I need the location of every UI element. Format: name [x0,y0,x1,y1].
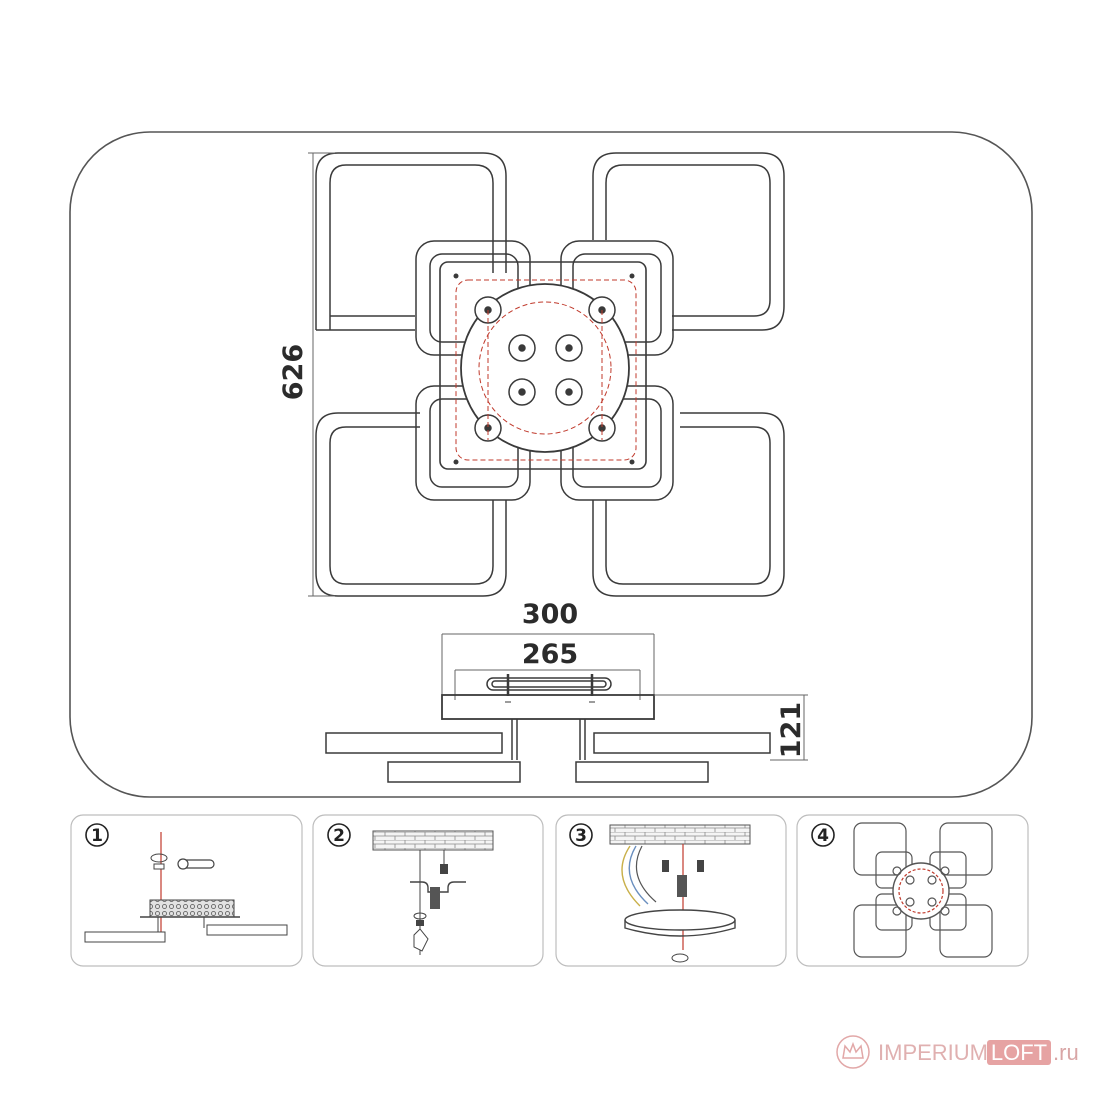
step-3-panel: 3 [555,814,787,967]
light-bar-upper-right [593,732,771,754]
base-circle [460,283,630,453]
width-outer-label: 300 [522,599,578,630]
light-bar-lower-right [575,761,709,783]
light-bar-upper-left [325,732,503,754]
light-bar-lower-left [387,761,521,783]
step-1-number: 1 [91,826,103,846]
mounting-plate [439,261,647,470]
crown-logo-icon [836,1035,870,1069]
step-3-base [624,909,736,931]
mounting-bracket [486,677,612,691]
outer-ring-bottom-right [592,412,785,597]
watermark-brand: IMPERIUM [878,1040,988,1065]
red-guides [455,279,637,461]
screw-holes [453,273,635,465]
base-body [441,694,655,720]
depth-label: 121 [776,702,807,758]
outer-ring-top-left [315,152,507,331]
dimension-121: 121 [654,694,808,761]
watermark-brand-highlight: LOFT [991,1040,1047,1065]
step-4-number: 4 [817,826,829,846]
watermark: IMPERIUM LOFT .ru [836,1035,1079,1069]
step-3-ceiling [609,824,751,845]
step-4-panel: 4 [796,814,1029,967]
outer-ring-bottom-left [315,412,507,597]
svg-text:IMPERIUM: IMPERIUM [878,1040,988,1065]
top-view [315,152,785,597]
watermark-domain: .ru [1053,1040,1079,1065]
width-inner-label: 265 [522,639,578,670]
side-view [325,633,771,783]
step-2-panel: 2 [312,814,544,967]
step-2-number: 2 [333,826,345,846]
outer-ring-top-right [592,152,785,331]
height-label: 626 [278,344,309,400]
step-2-ceiling [372,830,494,851]
step-1-base [149,899,235,918]
step-3-number: 3 [575,826,587,846]
step-1-panel: 1 [70,814,303,967]
main-frame [69,131,1033,798]
dimension-626: 626 [278,152,335,597]
